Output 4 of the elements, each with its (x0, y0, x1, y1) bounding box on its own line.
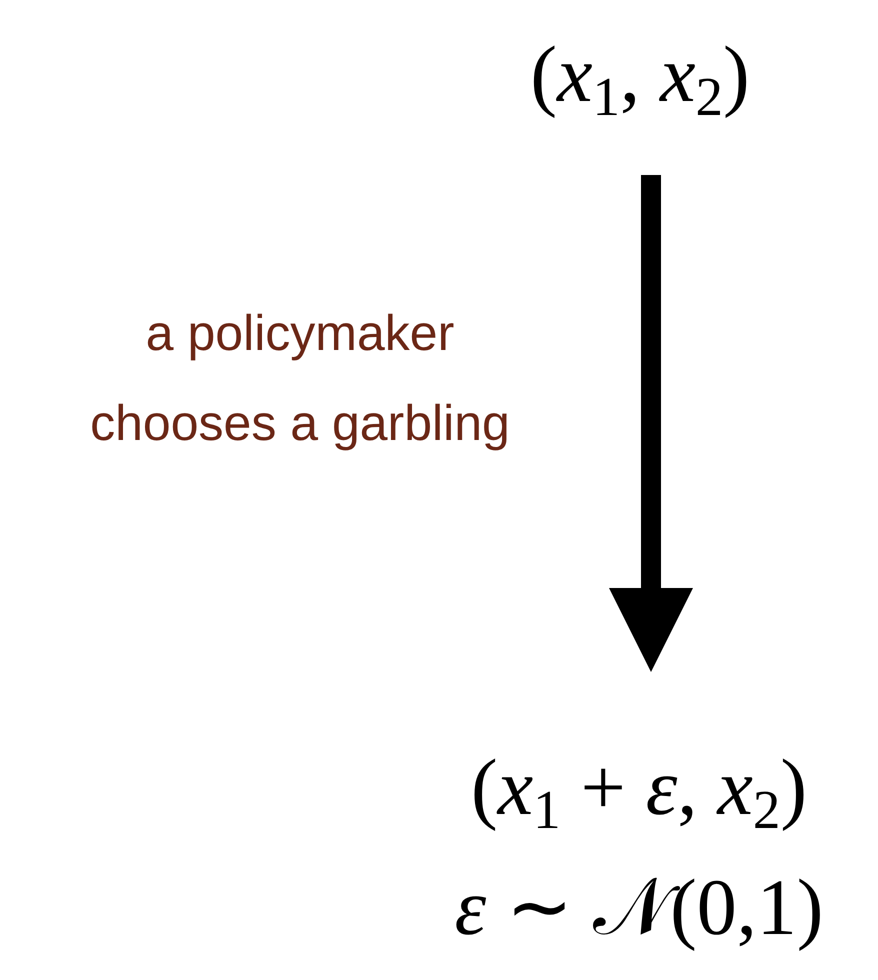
math-expression: (x$_{1}$ + ε, x$_{2}$) (471, 743, 807, 842)
math-expression: ε ∼ 𝒩(0,1) (454, 863, 824, 954)
arrow (609, 175, 693, 672)
math-expression: (x$_{1}$, x$_{2}$) (530, 30, 750, 129)
